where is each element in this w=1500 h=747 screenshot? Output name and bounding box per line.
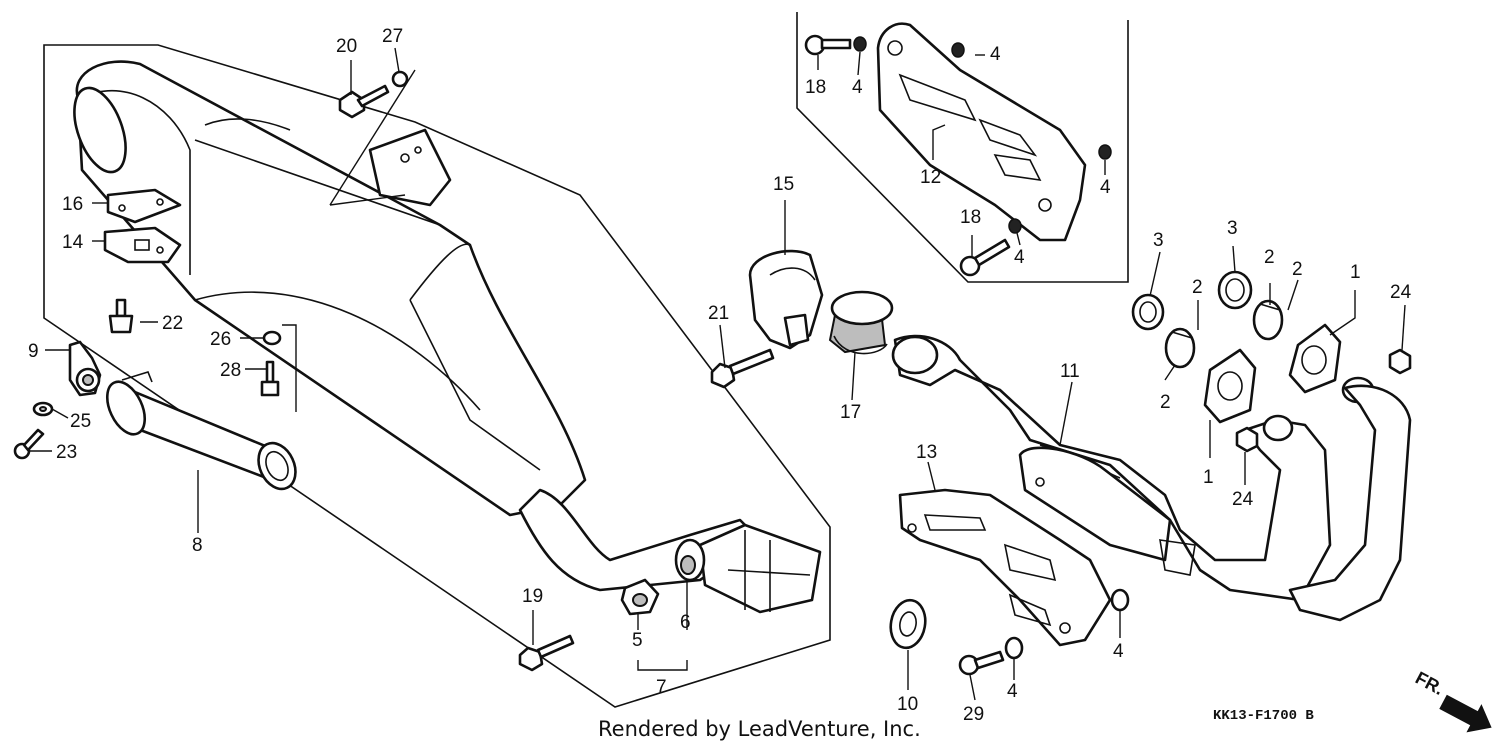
callout-20: 20 — [336, 36, 357, 57]
nut-24b[interactable] — [1235, 426, 1259, 453]
callout-1: 1 — [1350, 262, 1361, 283]
callout-4: 4 — [1014, 247, 1025, 268]
callout-23: 23 — [56, 442, 77, 463]
washer-4a[interactable] — [853, 36, 867, 52]
callout-2: 2 — [1264, 247, 1275, 268]
bolt-29[interactable] — [958, 650, 1005, 676]
callout-24: 24 — [1390, 282, 1412, 303]
washer-27[interactable] — [391, 70, 409, 88]
callout-13: 13 — [916, 442, 937, 463]
callout-22: 22 — [162, 313, 183, 334]
callout-4: 4 — [990, 44, 1001, 65]
washer-4e[interactable] — [1110, 588, 1130, 612]
callout-12: 12 — [920, 167, 941, 188]
gasket-14[interactable] — [103, 226, 182, 264]
bracket-line-7 — [637, 660, 688, 671]
direction-label: FR. — [1412, 668, 1447, 699]
nut-24a[interactable] — [1388, 348, 1412, 375]
callout-9: 9 — [28, 341, 39, 362]
bolt-22[interactable] — [108, 298, 134, 334]
callout-7: 7 — [656, 677, 667, 698]
joint-gasket-1b[interactable] — [1203, 348, 1257, 424]
leader-lines — [28, 47, 1406, 701]
callout-16: 16 — [62, 194, 83, 215]
washer-4c[interactable] — [1098, 144, 1112, 160]
diagram-code: KK13-F1700 B — [1213, 708, 1314, 724]
callout-29: 29 — [963, 704, 984, 725]
callout-6: 6 — [680, 612, 691, 633]
muffler[interactable] — [64, 60, 587, 517]
exhaust-pipe-11[interactable] — [891, 334, 1412, 622]
callout-labels: 1 1 2 2 2 2 3 3 4 4 4 4 4 4 5 6 7 8 9 10… — [28, 26, 1412, 725]
bolt-20[interactable] — [338, 84, 390, 119]
heat-guard-12[interactable] — [876, 22, 1087, 242]
heat-guard-13[interactable] — [898, 488, 1112, 647]
exhaust-clamp-15[interactable] — [748, 249, 824, 350]
callout-8: 8 — [192, 535, 203, 556]
gasket-17[interactable] — [828, 290, 894, 355]
callout-24: 24 — [1232, 489, 1254, 510]
callout-18: 18 — [960, 207, 981, 228]
bracket-line-26-28 — [282, 324, 297, 412]
callout-27: 27 — [382, 26, 403, 47]
callout-4: 4 — [1113, 641, 1124, 662]
callout-4: 4 — [852, 77, 863, 98]
callout-10: 10 — [897, 694, 918, 715]
washer-4d[interactable] — [1008, 218, 1022, 234]
bolt-18b[interactable] — [959, 238, 1011, 277]
washer-4b[interactable] — [951, 42, 965, 58]
bolt-18a[interactable] — [804, 34, 852, 56]
callout-3: 3 — [1153, 230, 1164, 251]
muffler-outlet-pipe[interactable] — [518, 488, 822, 614]
collar-2a[interactable] — [1164, 327, 1196, 369]
callout-2: 2 — [1192, 277, 1203, 298]
gasket-16[interactable] — [106, 188, 182, 224]
heat-guard-assembly-frame — [796, 12, 1129, 283]
washer-25[interactable] — [32, 401, 54, 417]
washer-4f[interactable] — [1004, 636, 1024, 660]
joint-gasket-1a[interactable] — [1288, 323, 1342, 394]
callout-5: 5 — [632, 630, 643, 651]
callout-4: 4 — [1007, 681, 1018, 702]
screw-23[interactable] — [13, 428, 45, 460]
rubber-mount-5[interactable] — [620, 578, 660, 616]
callout-15: 15 — [773, 174, 794, 195]
ring-3b[interactable] — [1217, 270, 1253, 310]
callout-3: 3 — [1227, 218, 1238, 239]
callout-4: 4 — [1100, 177, 1111, 198]
leader-20 — [329, 69, 416, 206]
callout-25: 25 — [70, 411, 91, 432]
callout-11: 11 — [1060, 361, 1080, 382]
callout-14: 14 — [62, 232, 84, 253]
bolt-21[interactable] — [710, 348, 775, 389]
front-direction-arrow-icon: FR. — [1412, 668, 1492, 733]
callout-21: 21 — [708, 303, 729, 324]
collar-2b[interactable] — [1252, 299, 1284, 341]
bolt-28[interactable] — [260, 360, 280, 397]
band-clamp[interactable] — [68, 340, 102, 397]
ring-3a[interactable] — [1131, 293, 1165, 331]
grommet-10[interactable] — [887, 597, 929, 650]
callout-17: 17 — [840, 402, 861, 423]
collar-26[interactable] — [262, 330, 282, 346]
callout-18: 18 — [805, 77, 826, 98]
callout-2: 2 — [1160, 392, 1171, 413]
tail-pipe[interactable] — [100, 371, 303, 495]
callout-28: 28 — [220, 360, 241, 381]
callout-1: 1 — [1203, 467, 1214, 488]
callout-2: 2 — [1292, 259, 1303, 280]
rendered-by-credit: Rendered by LeadVenture, Inc. — [598, 717, 921, 741]
bolt-19[interactable] — [518, 634, 575, 672]
callout-19: 19 — [522, 586, 543, 607]
callout-26: 26 — [210, 329, 231, 350]
leader-27 — [329, 194, 406, 206]
